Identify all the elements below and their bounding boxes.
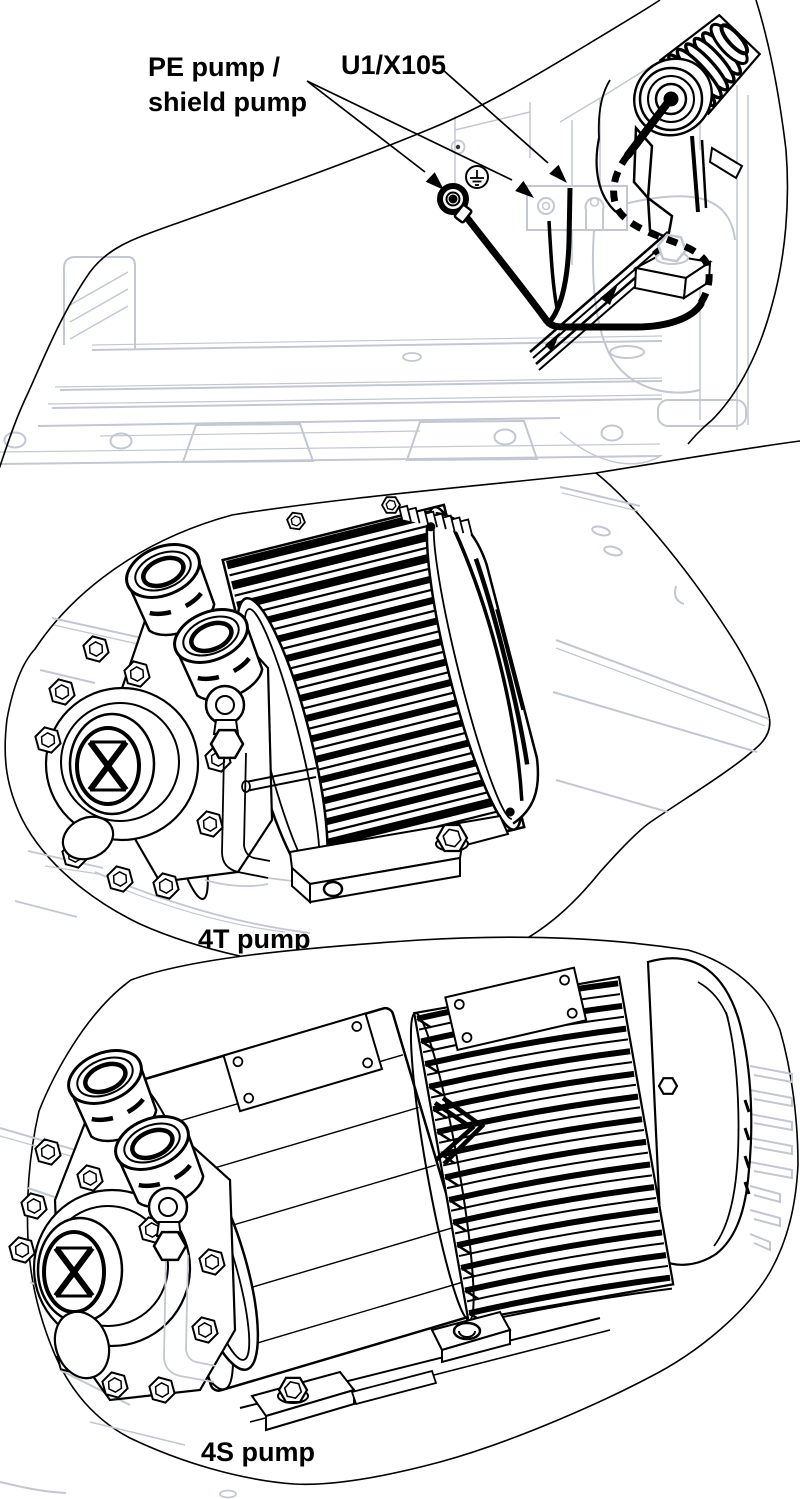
svg-text:PE pump /: PE pump / <box>148 52 281 82</box>
svg-text:U1/X105: U1/X105 <box>341 50 446 80</box>
svg-text:4S pump: 4S pump <box>201 1437 315 1467</box>
svg-text:4T pump: 4T pump <box>198 924 311 954</box>
svg-text:shield pump: shield pump <box>148 87 307 117</box>
